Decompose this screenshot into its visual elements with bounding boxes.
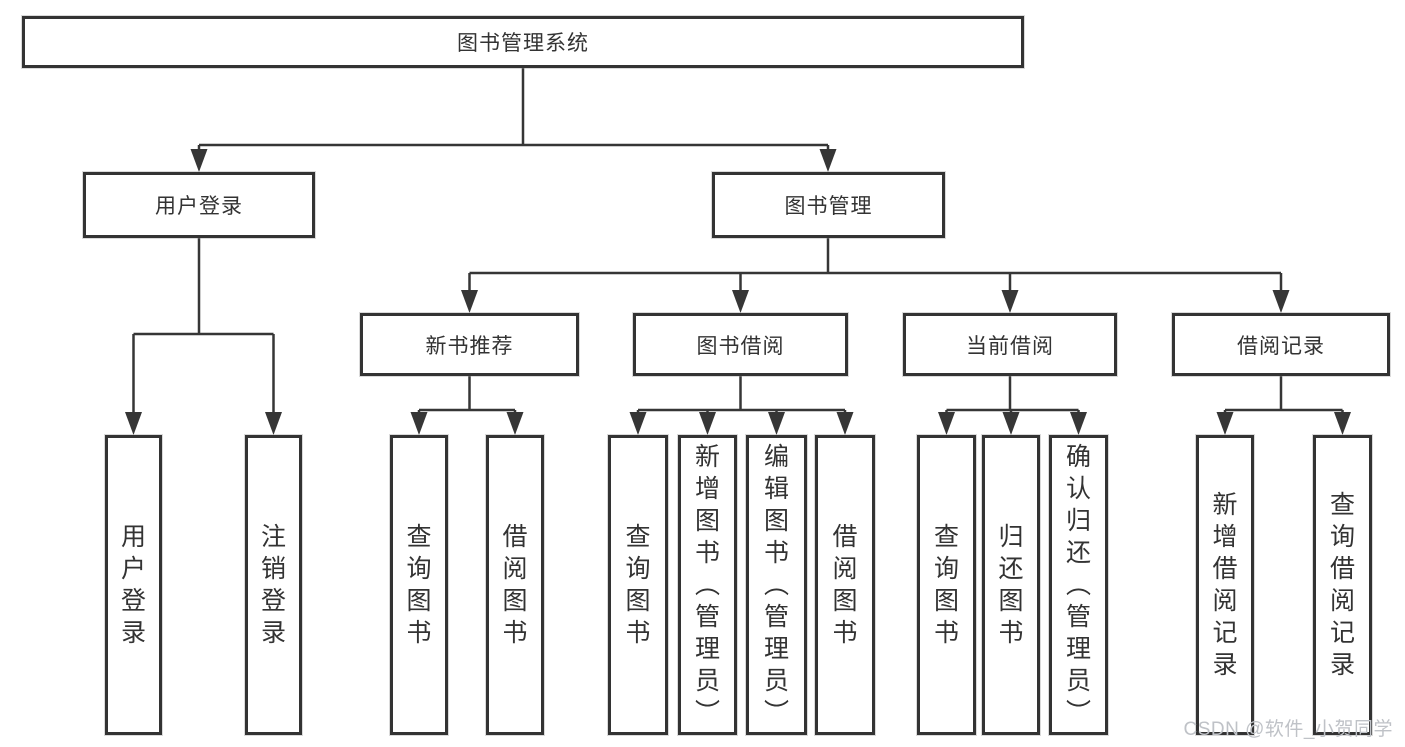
node-book-borrowing: 图书借阅: [633, 313, 848, 376]
vertical-char: 图: [406, 587, 432, 615]
vertical-char: 登: [120, 587, 146, 615]
vertical-char: 员: [694, 667, 720, 695]
vertical-char: 登: [260, 587, 286, 615]
vertical-char: 辑: [763, 475, 789, 503]
vertical-char: 阅: [1329, 587, 1355, 615]
vertical-char: 图: [832, 587, 858, 615]
vertical-char: 阅: [1212, 587, 1238, 615]
vertical-char: 书: [406, 619, 432, 647]
vertical-char: 还: [1065, 539, 1091, 567]
vertical-char: ︵: [763, 571, 789, 599]
vertical-char: 借: [1212, 555, 1238, 583]
vertical-char: 新: [694, 443, 720, 471]
vertical-char: 增: [1212, 523, 1238, 551]
vertical-char: 记: [1212, 619, 1238, 647]
vertical-char: 询: [1329, 523, 1355, 551]
vertical-char: 图: [694, 507, 720, 535]
vertical-char: 图: [502, 587, 528, 615]
vertical-char: ︶: [1065, 699, 1091, 727]
vertical-char: 管: [694, 603, 720, 631]
node-book-management: 图书管理: [712, 172, 945, 238]
vertical-char: ︶: [694, 699, 720, 727]
node-current-borrowing: 当前借阅: [903, 313, 1117, 376]
vertical-char: 还: [998, 555, 1024, 583]
vertical-char: 员: [1065, 667, 1091, 695]
vertical-char: ︵: [1065, 571, 1091, 599]
vertical-char: 书: [998, 619, 1024, 647]
leaf-query-books-current: 查询图书: [917, 435, 976, 735]
vertical-char: 增: [694, 475, 720, 503]
vertical-char: 查: [1329, 491, 1355, 519]
vertical-char: 员: [763, 667, 789, 695]
node-library-management-system: 图书管理系统: [22, 16, 1024, 68]
vertical-char: 书: [694, 539, 720, 567]
vertical-char: 询: [406, 555, 432, 583]
vertical-char: 理: [763, 635, 789, 663]
vertical-char: 图: [763, 507, 789, 535]
vertical-char: 录: [120, 619, 146, 647]
vertical-char: 询: [933, 555, 959, 583]
node-new-book-recommendation: 新书推荐: [360, 313, 579, 376]
leaf-add-book-admin: 新增图书 ︵ 管理员 ︶: [678, 435, 737, 735]
node-borrowing-records: 借阅记录: [1172, 313, 1390, 376]
vertical-char: 阅: [832, 555, 858, 583]
leaf-query-books-borrowing: 查询图书: [608, 435, 668, 735]
leaf-logout: 注销登录: [245, 435, 302, 735]
vertical-char: 注: [260, 523, 286, 551]
vertical-char: 记: [1329, 619, 1355, 647]
vertical-char: 图: [625, 587, 651, 615]
leaf-query-books-recommend: 查询图书: [390, 435, 448, 735]
vertical-char: 户: [120, 555, 146, 583]
vertical-char: 新: [1212, 491, 1238, 519]
vertical-char: 书: [763, 539, 789, 567]
vertical-char: 阅: [502, 555, 528, 583]
vertical-char: 理: [1065, 635, 1091, 663]
vertical-char: 录: [1329, 651, 1355, 679]
vertical-char: 认: [1065, 475, 1091, 503]
vertical-char: 借: [502, 523, 528, 551]
vertical-char: 归: [998, 523, 1024, 551]
vertical-char: 录: [260, 619, 286, 647]
leaf-borrow-books-borrowing: 借阅图书: [815, 435, 875, 735]
vertical-char: 编: [763, 443, 789, 471]
vertical-char: 归: [1065, 507, 1091, 535]
vertical-char: 图: [933, 587, 959, 615]
vertical-char: 书: [832, 619, 858, 647]
leaf-edit-book-admin: 编辑图书 ︵ 管理员 ︶: [746, 435, 807, 735]
vertical-char: 查: [625, 523, 651, 551]
leaf-confirm-return-admin: 确认归还 ︵ 管理员 ︶: [1049, 435, 1108, 735]
vertical-char: 确: [1065, 443, 1091, 471]
vertical-char: 书: [502, 619, 528, 647]
vertical-char: ︶: [763, 699, 789, 727]
leaf-add-borrow-record: 新增借阅记录: [1196, 435, 1254, 735]
leaf-query-borrow-record: 查询借阅记录: [1313, 435, 1372, 735]
vertical-char: 录: [1212, 651, 1238, 679]
vertical-char: 询: [625, 555, 651, 583]
leaf-return-book: 归还图书: [982, 435, 1040, 735]
vertical-char: 图: [998, 587, 1024, 615]
csdn-watermark: CSDN @软件_小贺同学: [1183, 719, 1393, 740]
vertical-char: 查: [406, 523, 432, 551]
vertical-char: 书: [625, 619, 651, 647]
vertical-char: 销: [260, 555, 286, 583]
node-user-login: 用户登录: [83, 172, 315, 238]
vertical-char: ︵: [694, 571, 720, 599]
vertical-char: 用: [120, 523, 146, 551]
vertical-char: 查: [933, 523, 959, 551]
vertical-char: 书: [933, 619, 959, 647]
vertical-char: 借: [1329, 555, 1355, 583]
leaf-borrow-books-recommend: 借阅图书: [486, 435, 544, 735]
vertical-char: 管: [1065, 603, 1091, 631]
vertical-char: 借: [832, 523, 858, 551]
leaf-user-login: 用户登录: [105, 435, 162, 735]
vertical-char: 管: [763, 603, 789, 631]
vertical-char: 理: [694, 635, 720, 663]
